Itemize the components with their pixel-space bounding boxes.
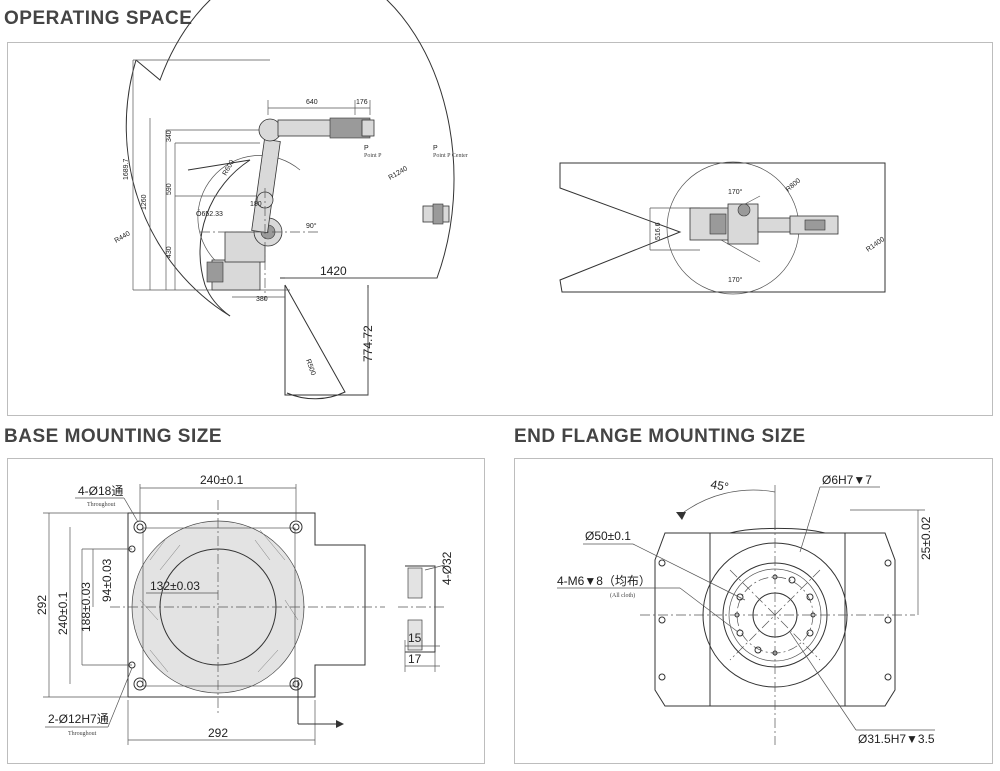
dim-640: 640 xyxy=(306,99,318,106)
dim-bottom-292: 292 xyxy=(208,726,228,740)
radius-500: R500 xyxy=(304,358,316,376)
radius-1400: R1400 xyxy=(865,236,886,254)
point-p-label: P xyxy=(364,145,369,152)
point-p2-sub: Point P Center xyxy=(433,153,468,159)
dim-side-94: 94±0.03 xyxy=(100,558,114,602)
dim-side-188: 188±0.03 xyxy=(79,582,93,632)
holes-top-label: 4-Ø18通 xyxy=(78,484,123,498)
holes-bottom-sub: Throughout xyxy=(68,731,97,737)
dim-340: 340 xyxy=(166,130,173,142)
point-p-sub: Point P xyxy=(364,153,382,159)
angle-90: 90° xyxy=(306,222,317,230)
dim-380: 380 xyxy=(256,296,268,303)
radius-800: R800 xyxy=(785,177,802,193)
point-p2-label: P xyxy=(433,145,438,152)
operating-space-title: OPERATING SPACE xyxy=(4,8,193,29)
dim-1260: 1260 xyxy=(141,194,148,210)
dim-652: Ö652.33 xyxy=(196,210,223,218)
flange-bolt-circle: Ø50±0.1 xyxy=(585,529,631,543)
flange-threads-sub: (All cloth) xyxy=(610,592,635,599)
side-view-diagram: 640 176 1689.7 1260 590 340 430 1420 380… xyxy=(114,0,468,400)
angle-170-bottom: 170° xyxy=(728,276,743,284)
dim-516: 516.6 xyxy=(655,222,662,240)
dim-430: 430 xyxy=(166,246,173,258)
holes-top-sub: Throughout xyxy=(87,502,116,508)
dim-side-292: 292 xyxy=(35,595,49,615)
section-dia-32: 4-Ø32 xyxy=(440,551,454,585)
flange-angle-45: 45° xyxy=(709,477,730,494)
dim-width-top: 240±0.1 xyxy=(200,473,244,487)
section-dim-17: 17 xyxy=(408,652,422,666)
angle-170-top: 170° xyxy=(728,188,743,196)
holes-bottom-label: 2-Ø12H7通 xyxy=(48,712,109,726)
flange-depth-25: 25±0.02 xyxy=(919,516,933,560)
end-flange-diagram: 45° Ø6H7▼7 Ø50±0.1 4-M6▼8（均布） (All cloth… xyxy=(557,473,935,746)
flange-pin-dim: Ø6H7▼7 xyxy=(822,473,872,487)
dim-1420: 1420 xyxy=(320,264,347,278)
radius-600: R600 xyxy=(222,159,236,177)
section-dim-15: 15 xyxy=(408,631,422,645)
radius-440: R440 xyxy=(114,230,132,244)
flange-bore: Ø31.5H7▼3.5 xyxy=(858,732,935,746)
dim-590: 590 xyxy=(166,183,173,195)
dim-center-132: 132±0.03 xyxy=(150,579,200,593)
dim-176: 176 xyxy=(356,99,368,106)
top-view-diagram: 516.6 170° 170° R800 R1400 xyxy=(559,161,886,295)
radius-1240: R1240 xyxy=(388,165,409,181)
dim-180: 180 xyxy=(250,201,262,208)
base-mounting-diagram: 4-Ø18通 Throughout 240±0.1 292 240±0.1 18… xyxy=(35,473,454,745)
base-mounting-title: BASE MOUNTING SIZE xyxy=(4,426,223,447)
dim-1689: 1689.7 xyxy=(123,158,130,180)
flange-threads: 4-M6▼8（均布） xyxy=(557,574,651,588)
dim-774: 774.72 xyxy=(361,325,375,362)
dim-side-240: 240±0.1 xyxy=(56,591,70,635)
end-flange-title: END FLANGE MOUNTING SIZE xyxy=(514,426,806,447)
